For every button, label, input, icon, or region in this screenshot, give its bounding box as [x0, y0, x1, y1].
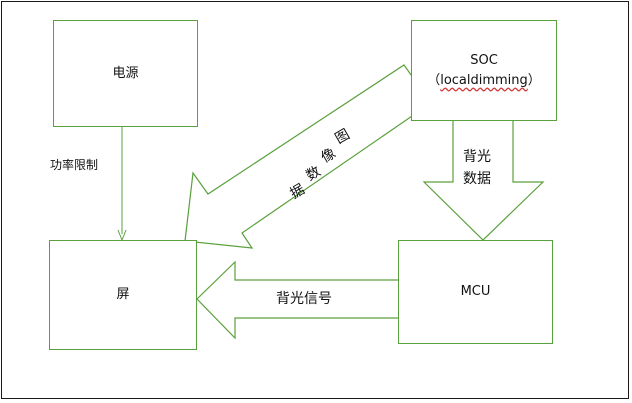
soc-label: SOC: [470, 52, 498, 68]
backlight-data-label: 背光 数据: [452, 146, 502, 190]
backlight-data-line1: 背光: [463, 149, 491, 165]
backlight-data-line2: 数据: [463, 171, 491, 187]
screen-label: 屏: [116, 287, 130, 302]
screen-box: 屏: [49, 240, 197, 350]
backlight-data-block-arrow: [422, 117, 545, 241]
mcu-label: MCU: [460, 284, 491, 299]
image-data-block-arrow: [184, 64, 432, 249]
power-limit-label: 功率限制: [50, 158, 99, 172]
soc-sublabel: （localdimming）: [427, 71, 541, 91]
soc-sublabel-close: ）: [527, 72, 541, 88]
backlight-signal-block-arrow: [196, 260, 404, 340]
power-supply-box: 电源: [53, 20, 198, 127]
soc-sublabel-open: （: [427, 72, 441, 88]
mcu-box: MCU: [398, 240, 553, 344]
soc-sublabel-word: localdimming: [440, 72, 528, 88]
backlight-signal-label: 背光信号: [276, 291, 332, 307]
soc-box: SOC （localdimming）: [411, 20, 557, 121]
power-supply-label: 电源: [112, 65, 139, 81]
